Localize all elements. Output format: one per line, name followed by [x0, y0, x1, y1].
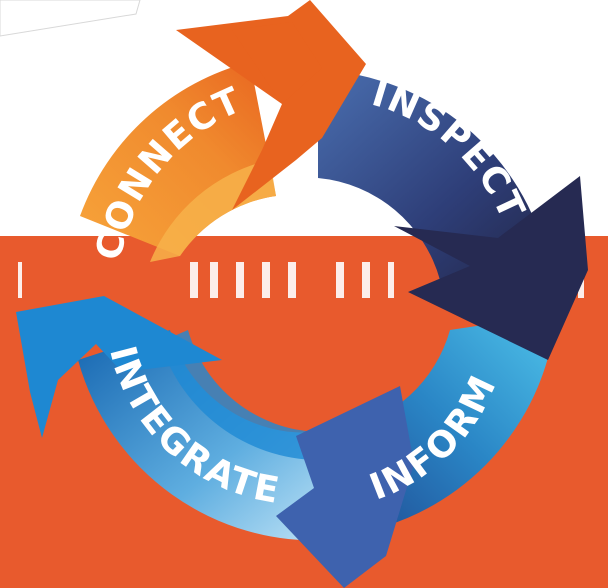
integrate-arrowhead [16, 296, 222, 438]
inform-arrowhead [276, 386, 414, 588]
cycle-arrows [16, 0, 588, 588]
connect-arrowhead [176, 0, 366, 210]
inspect-segment [318, 70, 548, 280]
integrate-segment [78, 330, 330, 541]
inspect-arrowhead [394, 176, 588, 360]
paper-card [0, 0, 141, 37]
connect-arrow-body [232, 22, 322, 104]
